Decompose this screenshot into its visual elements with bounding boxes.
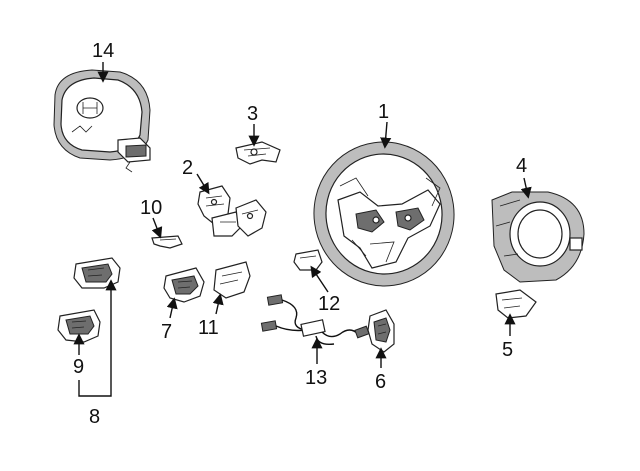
leader-12 bbox=[310, 265, 329, 293]
part-4-back-cover bbox=[491, 191, 585, 283]
callout-14: 14 bbox=[92, 40, 114, 62]
callout-10: 10 bbox=[140, 197, 162, 219]
part-10-clip bbox=[151, 235, 183, 249]
part-13-wire-harness bbox=[260, 294, 370, 346]
callout-2: 2 bbox=[182, 157, 193, 179]
leader-7 bbox=[166, 297, 178, 319]
leader-11 bbox=[212, 293, 224, 315]
callout-4: 4 bbox=[516, 155, 527, 177]
part-8-left-switch bbox=[73, 257, 121, 289]
callout-1: 1 bbox=[378, 101, 389, 123]
part-5-small-cover bbox=[495, 289, 537, 319]
leader-1 bbox=[380, 121, 392, 149]
callout-11: 11 bbox=[198, 317, 219, 339]
leader-10 bbox=[151, 217, 163, 239]
part-12-bracket bbox=[293, 249, 323, 271]
part-1-steering-wheel bbox=[313, 141, 455, 287]
callout-13: 13 bbox=[305, 367, 327, 389]
part-6-switch bbox=[367, 309, 395, 353]
part-7-switch bbox=[163, 267, 205, 303]
part-2-switch-assembly bbox=[197, 185, 267, 237]
leader-8-bracket bbox=[78, 279, 117, 397]
callout-3: 3 bbox=[247, 103, 258, 125]
callout-12: 12 bbox=[318, 293, 340, 315]
part-14-airbag-module bbox=[53, 69, 151, 173]
part-11-panel bbox=[213, 261, 251, 299]
part-3-cover bbox=[235, 141, 281, 165]
leader-4 bbox=[520, 177, 532, 199]
callout-9: 9 bbox=[73, 356, 84, 378]
callout-6: 6 bbox=[375, 371, 386, 393]
part-9-left-switch bbox=[57, 309, 101, 343]
callout-8: 8 bbox=[89, 406, 100, 428]
leader-2 bbox=[196, 173, 210, 195]
callout-5: 5 bbox=[502, 339, 513, 361]
callout-7: 7 bbox=[161, 321, 172, 343]
